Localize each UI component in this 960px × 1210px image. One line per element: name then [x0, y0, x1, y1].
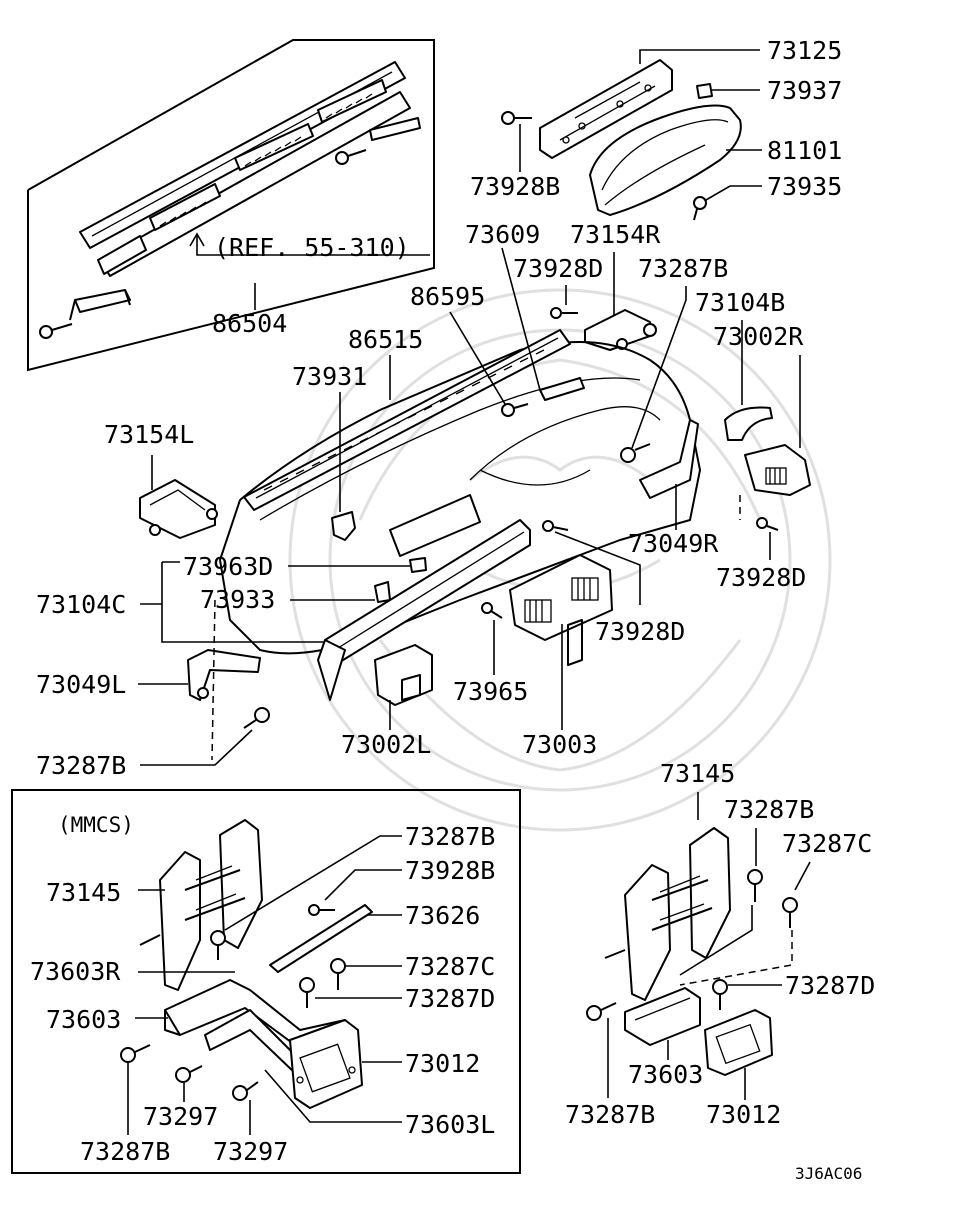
part-label-73002R: 73002R: [713, 322, 804, 351]
part-label-73965: 73965: [453, 677, 528, 706]
bolt-icon: [175, 1065, 203, 1083]
part-label-73603R: 73603R: [30, 957, 121, 986]
part-label-81101: 81101: [767, 136, 842, 165]
instrument-panel: 73049R: [219, 247, 719, 701]
diagram-code: 3J6AC06: [795, 1164, 862, 1183]
part-label-73012: 73012: [405, 1049, 480, 1078]
bolt-icon: [120, 1044, 151, 1063]
part-label-73933: 73933: [200, 585, 275, 614]
screw-icon: [542, 520, 569, 532]
part-label-86515: 86515: [348, 325, 423, 354]
bolt-icon: [712, 979, 728, 1010]
part-label-73963D: 73963D: [183, 552, 273, 581]
part-label-73003: 73003: [522, 730, 597, 759]
screw-icon: [693, 196, 707, 221]
part-label-73937: 73937: [767, 76, 842, 105]
part-label-73049R: 73049R: [628, 529, 719, 558]
bolt-icon: [232, 1081, 259, 1101]
part-label-73002L: 73002L: [341, 730, 431, 759]
part-label-73012: 73012: [706, 1100, 781, 1129]
reference-note: (REF. 55-310): [214, 233, 410, 262]
cluster-hood-group: 73125 73937 81101 73935 73928B: [470, 36, 842, 221]
inset-86504: (REF. 55-310) 86504: [27, 39, 435, 372]
part-label-73154L: 73154L: [104, 420, 194, 449]
bolt-icon: [330, 958, 346, 990]
part-label-73928B: 73928B: [470, 172, 560, 201]
screw-icon: [501, 111, 532, 125]
part-label-73287C: 73287C: [782, 829, 872, 858]
part-label-73104C: 73104C: [36, 590, 126, 619]
part-label-73928D: 73928D: [716, 563, 806, 592]
part-label-73154R: 73154R: [570, 220, 661, 249]
screw-icon: [501, 403, 529, 417]
bolt-73287B: 73287B: [36, 599, 270, 780]
bracket-73049L: 73049L: [36, 649, 261, 701]
bracket-73154L: [139, 455, 218, 539]
part-label-73125: 73125: [767, 36, 842, 65]
part-label-73287B: 73287B: [638, 254, 728, 283]
bolt-icon: [210, 930, 226, 960]
part-label-73603L: 73603L: [405, 1110, 495, 1139]
part-label-73287D: 73287D: [405, 984, 495, 1013]
part-label-73145: 73145: [660, 759, 735, 788]
part-label-73287B: 73287B: [405, 822, 495, 851]
part-label-73287C: 73287C: [405, 952, 495, 981]
screw-icon: [550, 307, 578, 319]
part-label-73297: 73297: [213, 1137, 288, 1166]
part-label-73928D: 73928D: [513, 254, 603, 283]
bolt-icon: [747, 869, 763, 902]
callout-73104C: 73963D 73933 73104C: [36, 552, 427, 643]
bolt-icon: [586, 1002, 617, 1021]
center-vent-73003: 73003: [509, 554, 613, 759]
part-label-86595: 86595: [410, 282, 485, 311]
part-label-73931: 73931: [292, 362, 367, 391]
bolt-icon: [782, 897, 798, 928]
inset-mmcs: (MMCS) 73145 73287B 73928B 73626 73287C …: [11, 789, 521, 1174]
part-label-73297: 73297: [143, 1102, 218, 1131]
part-label-73049L: 73049L: [36, 670, 126, 699]
part-label-73287D: 73287D: [785, 971, 875, 1000]
part-label-73287B: 73287B: [80, 1137, 170, 1166]
bolt-icon: [299, 977, 315, 1008]
bolt-icon: [243, 707, 270, 729]
part-label-73935: 73935: [767, 172, 842, 201]
part-label-73603: 73603: [46, 1005, 121, 1034]
part-label-73287B: 73287B: [724, 795, 814, 824]
vent-left-73002L: 73002L: [341, 644, 433, 759]
screw-73965: 73965: [453, 602, 528, 706]
bolt-icon: [620, 443, 651, 463]
screw-icon: [335, 149, 367, 165]
screw-icon: [756, 517, 779, 531]
part-label-86504: 86504: [212, 309, 287, 338]
part-label-73603: 73603: [628, 1060, 703, 1089]
part-label-73145: 73145: [46, 878, 121, 907]
part-label-73626: 73626: [405, 901, 480, 930]
part-label-73928D: 73928D: [595, 617, 685, 646]
part-label-73287B: 73287B: [565, 1100, 655, 1129]
inset-note: (MMCS): [58, 813, 134, 837]
part-label-73928B: 73928B: [405, 856, 495, 885]
screw-center: 73928D: [542, 520, 685, 646]
part-label-73609: 73609: [465, 220, 540, 249]
part-label-73287B: 73287B: [36, 751, 126, 780]
screw-icon: [481, 602, 503, 619]
vent-right-group: 73928D: [716, 320, 811, 592]
part-label-73104B: 73104B: [695, 288, 785, 317]
screw-icon: [39, 323, 73, 339]
screw-icon: [308, 904, 335, 916]
bracket-73154R: [550, 252, 657, 351]
lower-right-group: 73145 73287B 73287C 73287D 73603 73012 7…: [565, 759, 875, 1129]
